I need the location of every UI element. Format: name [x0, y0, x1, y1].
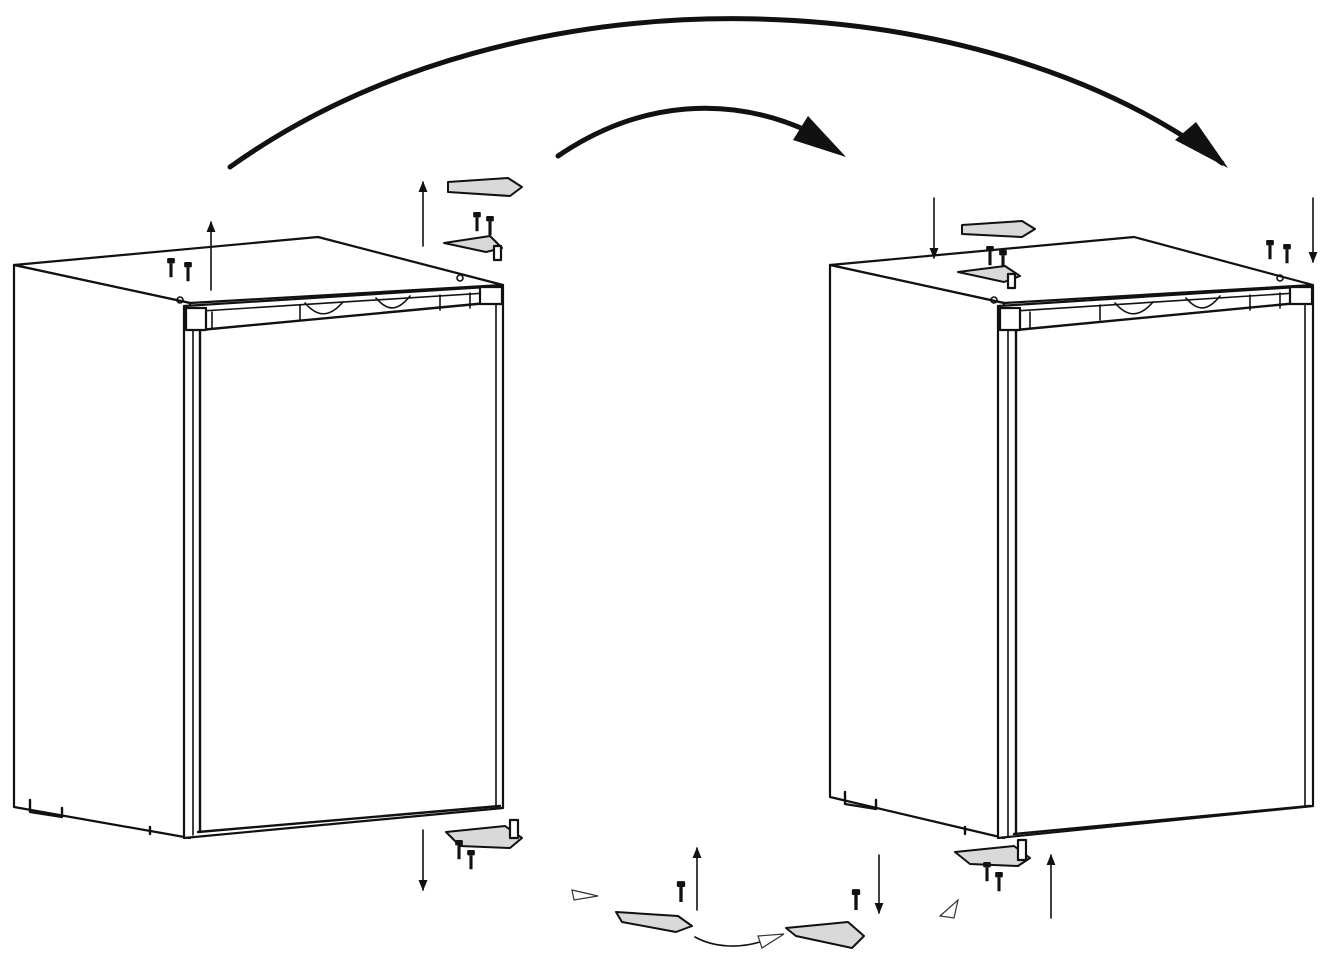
top-cap-right [961, 220, 1036, 238]
fridge-after-icon [828, 235, 1315, 840]
screw-icon [486, 216, 494, 236]
screw-icon [473, 212, 481, 232]
hint-arrow [938, 898, 959, 919]
screw-icon [1283, 244, 1291, 264]
transfer-arrow [694, 933, 785, 949]
screw-icon [1266, 240, 1274, 260]
bottom-hinge-right [954, 838, 1031, 867]
screw-icon [676, 881, 686, 902]
screw-icon [851, 889, 861, 910]
hinge-icon [615, 911, 693, 933]
hint-arrow [571, 889, 599, 901]
small-arc-arrow [555, 105, 846, 159]
screw-icon [983, 862, 991, 882]
top-hinge-left [443, 235, 503, 262]
screw-icon [455, 840, 463, 860]
bottom-hinge-left [445, 818, 523, 849]
fridge-before-icon [12, 235, 505, 840]
top-cap-left [447, 177, 523, 197]
hinge-icon [785, 921, 865, 949]
big-arc-arrow [227, 16, 1228, 170]
screw-icon [995, 872, 1003, 892]
top-hinge-right [957, 265, 1021, 290]
screw-icon [467, 850, 475, 870]
